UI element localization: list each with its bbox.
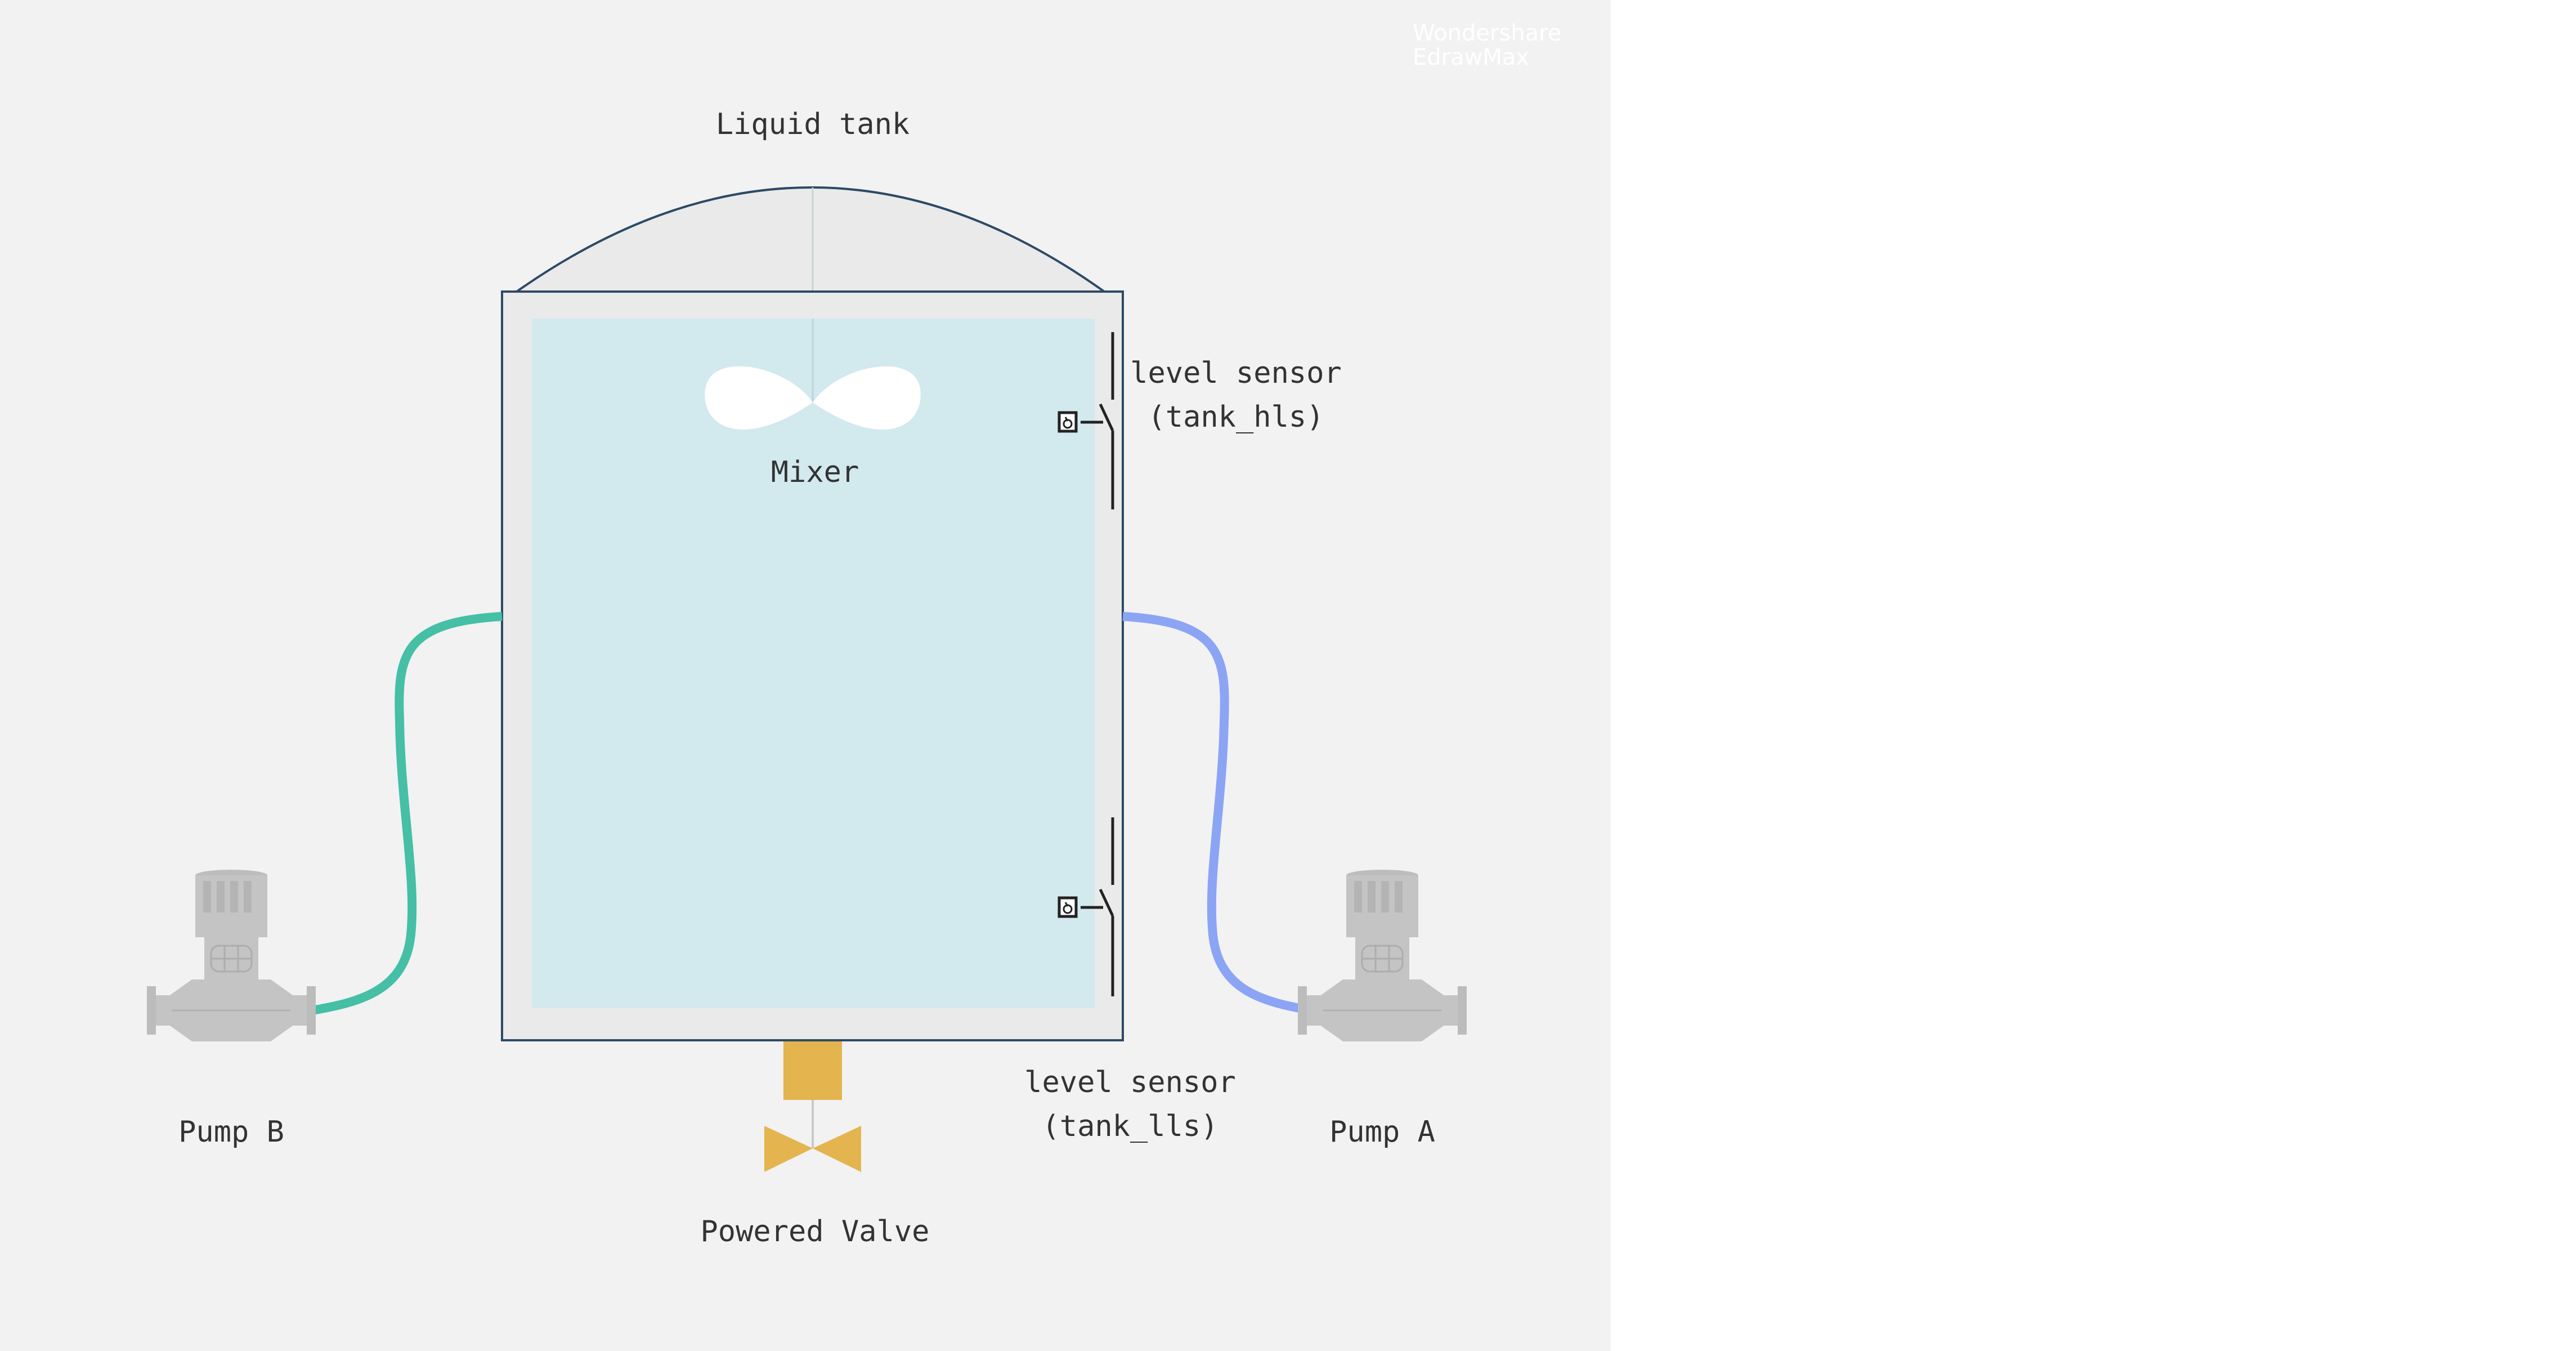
low-sensor-label-line-2: (tank_lls) xyxy=(1042,1110,1218,1143)
watermark-line-2: EdrawMax xyxy=(1413,44,1529,70)
tank-liquid xyxy=(532,319,1095,1008)
pump-b-label: Pump B xyxy=(178,1115,284,1149)
pump-icon xyxy=(1298,870,1467,1041)
high-sensor-label-line-1: level sensor xyxy=(1130,356,1342,390)
pump-icon xyxy=(147,870,316,1041)
level-switch-icon xyxy=(1058,332,1114,509)
mixer-label: Mixer xyxy=(771,455,859,489)
valve-label: Powered Valve xyxy=(701,1215,930,1249)
tank-title: Liquid tank xyxy=(716,108,910,141)
level-switch-icon xyxy=(1058,817,1114,996)
high-sensor-label-line-2: (tank_hls) xyxy=(1148,400,1324,434)
watermark-line-1: Wondershare xyxy=(1413,20,1561,46)
mixer-icon xyxy=(705,366,921,430)
pipe-pump-b xyxy=(311,612,503,1015)
low-sensor-label-line-1: level sensor xyxy=(1024,1066,1236,1099)
valve-icon xyxy=(764,1041,861,1172)
pipe-pump-a xyxy=(1122,612,1312,1015)
pump-a-label: Pump A xyxy=(1329,1115,1435,1149)
tank-dome xyxy=(513,186,1108,293)
